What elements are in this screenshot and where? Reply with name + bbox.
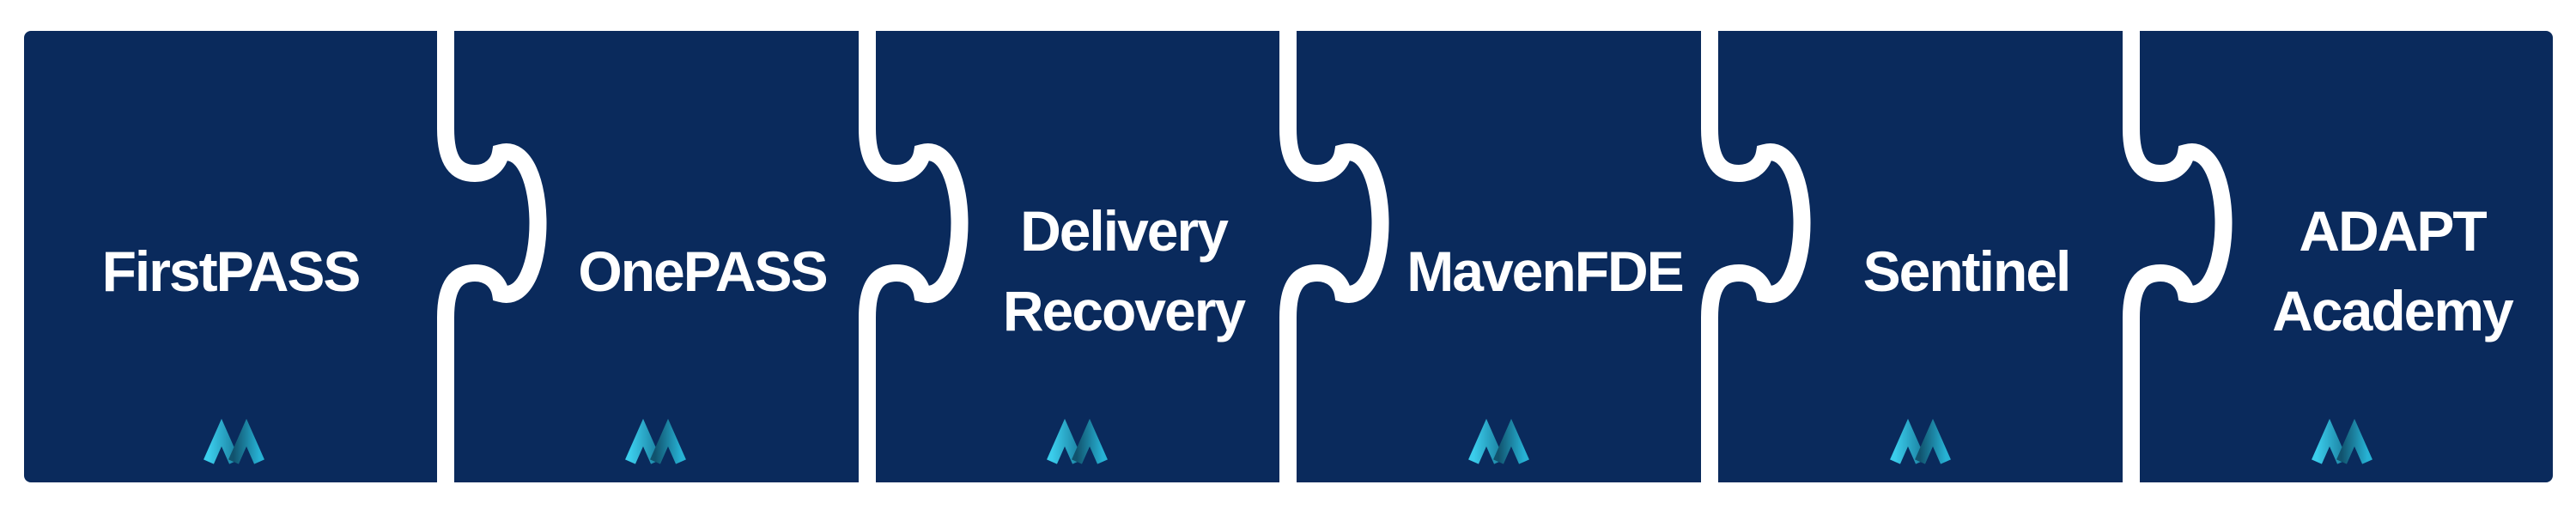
puzzle-cut-1: [437, 24, 547, 489]
puzzle-piece-label-mavenfde: MavenFDE: [1406, 239, 1684, 303]
puzzle-piece-label-sentinel: Sentinel: [1862, 239, 2072, 303]
puzzle-cut-2: [859, 24, 969, 489]
puzzle-cut-5: [2123, 24, 2233, 489]
puzzle-piece-label-delivery-recovery: Delivery Recovery: [1002, 199, 1246, 342]
puzzle-piece-label-onepass: OnePASS: [578, 239, 828, 303]
puzzle-cut-4: [1701, 24, 1811, 489]
puzzle-piece-label-adapt-academy: ADAPT Academy: [2272, 199, 2514, 342]
puzzle-piece-label-firstpass: FirstPASS: [101, 239, 361, 303]
puzzle-band: [24, 31, 2553, 482]
puzzle-cut-3: [1279, 24, 1389, 489]
